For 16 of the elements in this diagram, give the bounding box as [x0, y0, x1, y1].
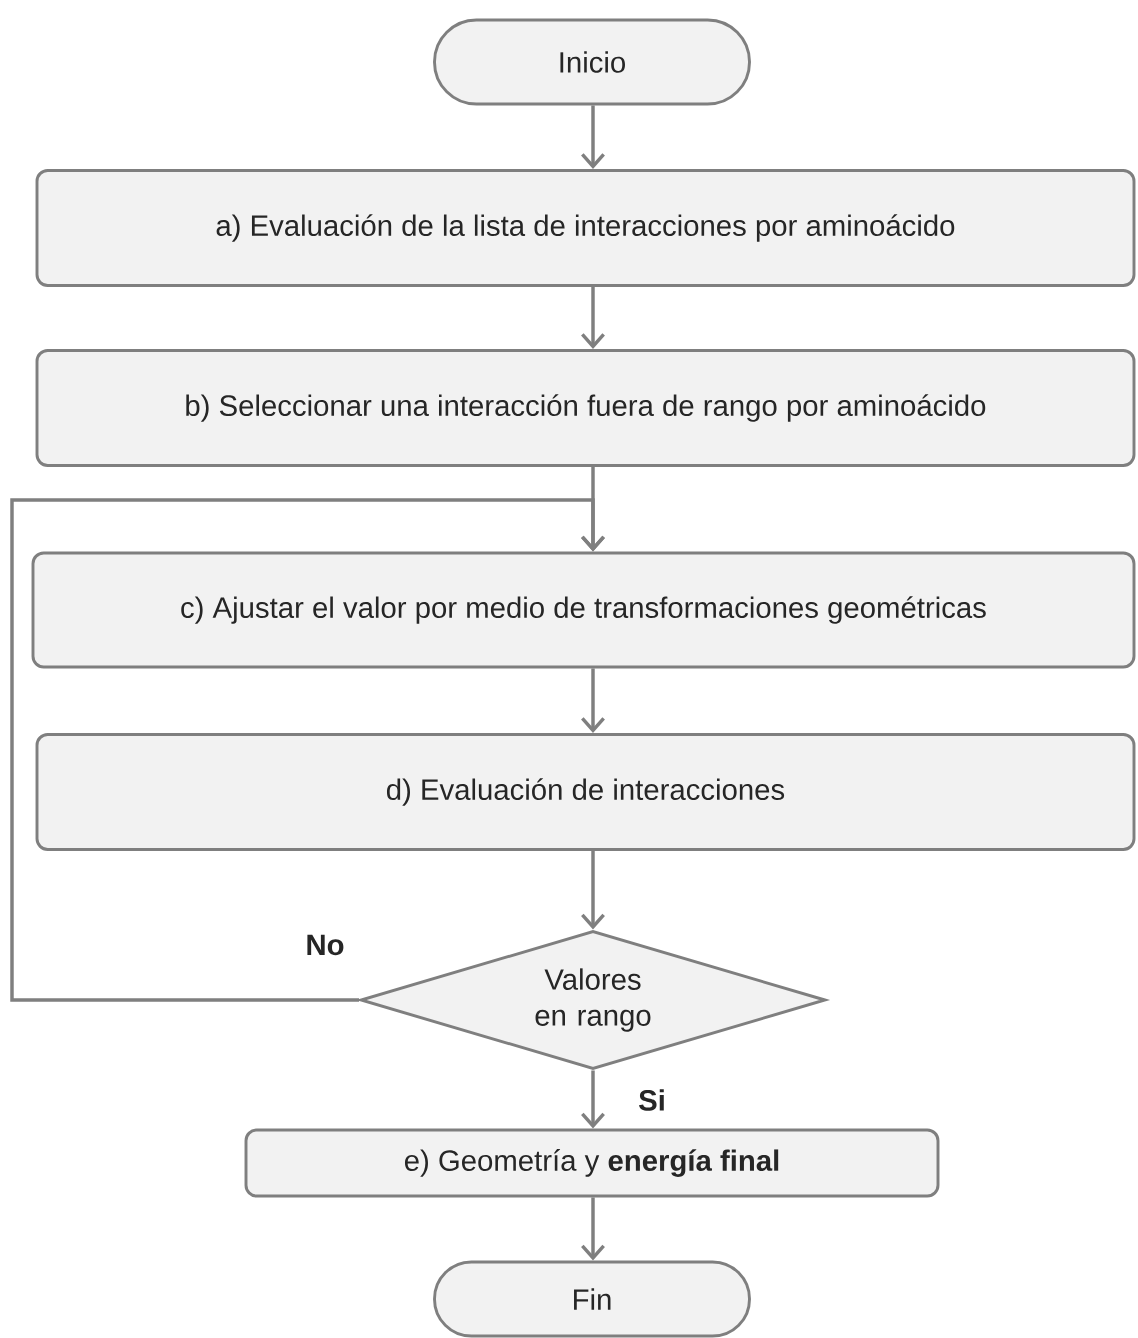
arrow: [581, 1070, 605, 1129]
edge-label: No: [302, 932, 348, 958]
arrow: [581, 850, 605, 930]
arrow: [581, 668, 605, 734]
edge-label: Si: [635, 1086, 669, 1114]
terminal-box: Fin: [433, 1260, 751, 1338]
terminal-box: Inicio: [433, 18, 751, 106]
process-box: a) Evaluación de la lista de interacciones por aminoácido: [35, 169, 1136, 287]
process-box: c) Ajustar el valor por medio de transformaciones geométricas: [31, 551, 1136, 669]
arrow: [581, 286, 605, 350]
arrow: [581, 105, 605, 170]
arrow: [10, 498, 605, 1002]
arrow: [581, 1197, 605, 1261]
process-box: e) Geometría y energía final: [244, 1128, 940, 1198]
process-box: b) Seleccionar una interacción fuera de rango por aminoácido: [35, 349, 1136, 467]
process-box: d) Evaluación de interacciones: [35, 733, 1136, 851]
